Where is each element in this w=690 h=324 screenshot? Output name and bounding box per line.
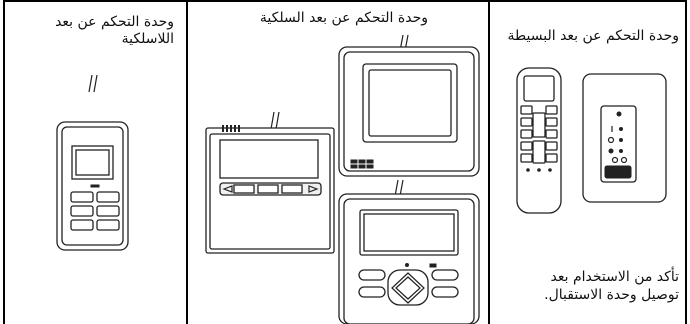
cable-icon: [271, 112, 279, 129]
wireless-column: وحدة التحكم عن بعد اللاسلكية: [5, 0, 186, 324]
wireless-remote-icon: [5, 0, 186, 324]
simple-column-note: تأكد من الاستخدام بعد توصيل وحدة الاستقب…: [517, 268, 679, 304]
cable-icon: [89, 75, 97, 92]
wired-column: وحدة التحكم عن بعد السلكية: [188, 0, 488, 324]
simple-column: وحدة التحكم عن بعد البسيطة تأكد من ا: [490, 0, 687, 324]
wired-remote-icons: [188, 0, 488, 324]
